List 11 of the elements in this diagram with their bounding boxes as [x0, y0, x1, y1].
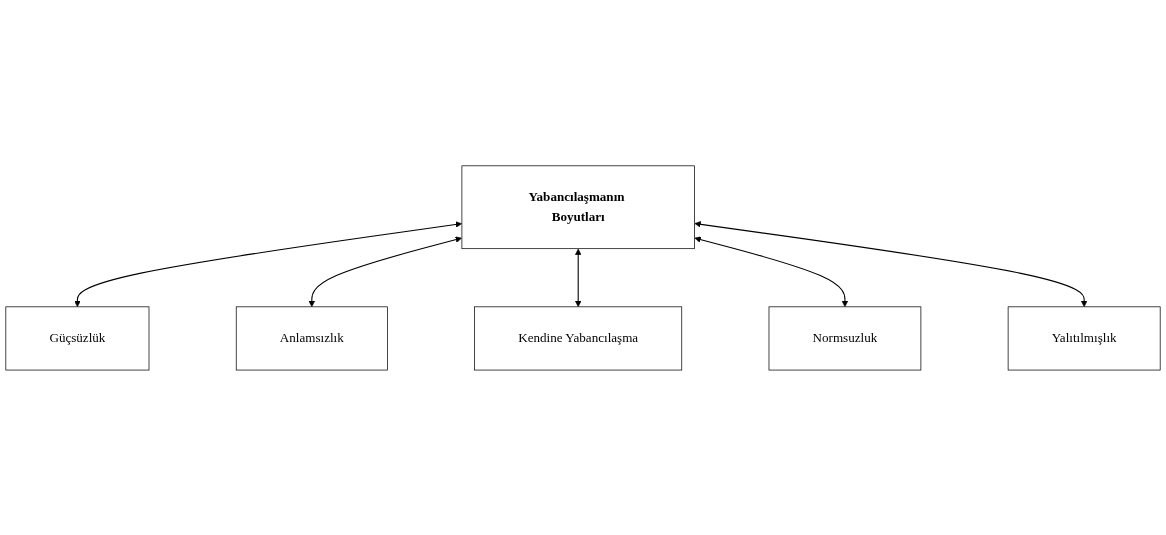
- node-box: Kendine Yabancılaşma: [474, 306, 683, 370]
- arrow: [575, 248, 582, 307]
- node-box: Yabancılaşmanın Boyutları: [461, 165, 695, 249]
- node-box: Anlamsızlık: [235, 306, 388, 370]
- arrow: [694, 220, 1088, 307]
- node-box: Normsuzluk: [768, 306, 922, 370]
- arrow: [74, 220, 462, 307]
- node-box: Yalıtılmışlık: [1007, 306, 1161, 370]
- node-box: Güçsüzlük: [5, 306, 150, 370]
- arrow: [308, 236, 462, 307]
- arrow: [694, 236, 849, 307]
